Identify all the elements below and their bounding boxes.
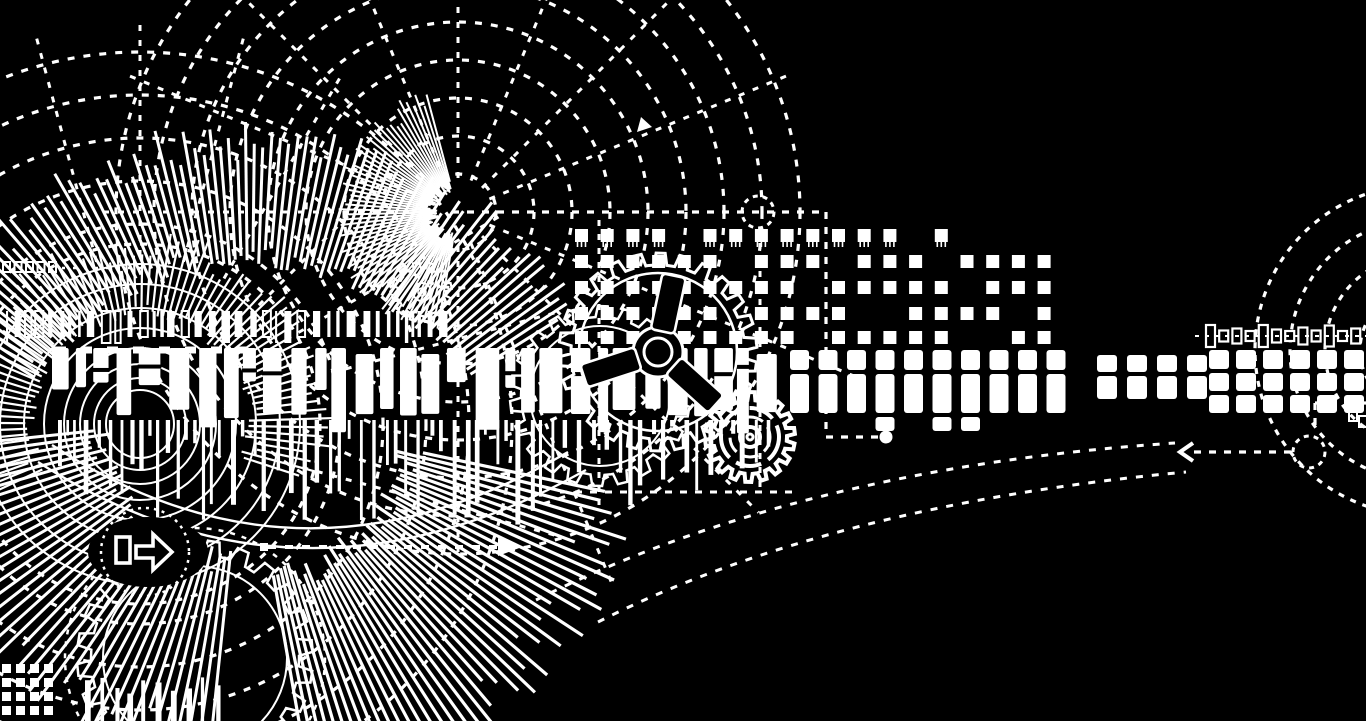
right-bar-row-b [1097, 355, 1207, 399]
circuit-right-path [1186, 401, 1366, 454]
circuit-right-ring [1291, 434, 1327, 470]
dotted-square-grid [575, 229, 1051, 344]
fan-lower-right [271, 449, 627, 721]
right-edge-dashed-rings [1253, 192, 1366, 508]
long-dashed-swoops [535, 441, 1187, 624]
tiny-outline-pair [1348, 409, 1366, 428]
bottom-edge-lines [85, 677, 221, 721]
forward-arrow-icon [134, 529, 175, 575]
polar-comb [335, 94, 454, 329]
tiny-gear [390, 260, 454, 324]
behind-gear [508, 304, 692, 488]
triangle-marker [637, 117, 652, 132]
right-bar-row-c [1209, 350, 1364, 413]
barcode-strip [6, 310, 448, 344]
main-gear [557, 251, 759, 453]
circuit-top-path [452, 210, 878, 439]
circuit-node-ring [740, 194, 776, 230]
left-arrowhead-chevron [1176, 441, 1195, 463]
mini-square-row [2, 261, 150, 273]
checker-grid [2, 664, 53, 715]
arrow-start-dot [260, 543, 268, 551]
circuit-dot [879, 430, 893, 444]
right-bar-row-a [790, 350, 1066, 431]
hanging-line-fringe [58, 420, 771, 525]
fan-top [0, 121, 568, 379]
outline-rect-row [1195, 323, 1366, 349]
play-square-icon [114, 535, 132, 565]
icon-dotted-ring [99, 506, 191, 598]
right-arrowhead [498, 538, 522, 556]
small-gear [702, 389, 798, 485]
